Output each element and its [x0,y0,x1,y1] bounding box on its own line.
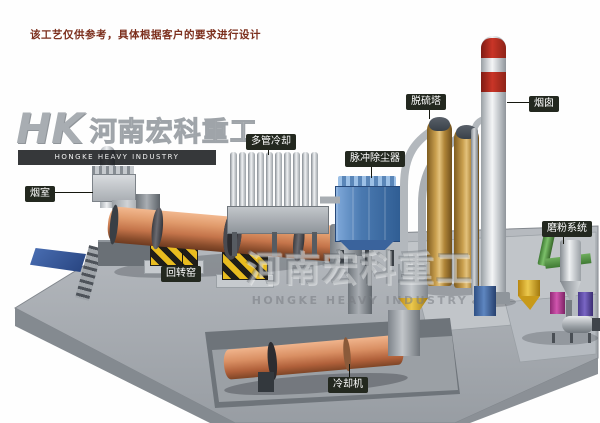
kiln-collar [108,204,120,245]
leader-desulfurization-tower [429,107,430,119]
leader-smoke-chamber [55,192,93,193]
bag-filter-pipes [92,166,134,174]
label-chimney: 烟囱 [529,96,559,112]
feed-bin [518,280,540,296]
logo-monogram: HK [16,104,84,153]
ground-blue-panel [30,248,86,272]
bag-filter-box [92,174,136,202]
disclaimer-note: 该工艺仅供参考，具体根据客户的要求进行设计 [30,29,261,41]
pulse-pipes [338,176,396,187]
company-logo: HK 河南宏科重工 HONGKE HEAVY INDUSTRY [16,104,258,165]
cooler-tube [257,152,264,208]
multi-tube-cooler-base [227,206,329,234]
grinding-mill [562,316,594,333]
chimney [481,36,506,298]
kiln-riding-ring [150,206,165,250]
magnetic-separator [550,292,565,314]
label-rotary-kiln: 回转窑 [161,266,201,282]
control-cabinet [474,286,496,316]
cooler-tube [248,152,255,208]
leader-multi-tube-cooler [268,147,269,155]
label-desulfurization-tower: 脱硫塔 [406,94,446,110]
chimney-red-band [481,72,506,92]
leader-rotary-kiln [182,250,183,266]
watermark-company-en: HONGKE HEAVY INDUSTRY [251,294,469,307]
dust-hopper [339,240,395,250]
feed-bin-cone [518,296,540,310]
label-cooling-machine: 冷却机 [328,377,368,393]
cooler-tube [302,152,309,208]
leader-chimney [507,102,529,103]
cooler-tube [230,152,237,208]
multi-tube-cooler-legs [232,232,322,256]
riser-pipe [471,128,478,296]
multi-tube-cooler-tubes [230,150,322,208]
cooler-tube [293,152,300,208]
logo-banner: HONGKE HEAVY INDUSTRY [18,149,216,165]
logo-company-name: 河南宏科重工 [89,117,258,149]
label-pulse-dust-collector: 脉冲除尘器 [345,151,405,167]
platform-left-edge [15,308,235,423]
watermark: 河南宏科重工 HONGKE HEAVY INDUSTRY [230,240,490,307]
cooler-stand [258,372,274,392]
cooler-tube [284,152,291,208]
cooler-tube [266,152,273,208]
label-multi-tube-cooler: 多管冷却 [246,134,296,150]
platform-right-edge [455,358,598,423]
watermark-company-cn: 河南宏科重工 [245,249,474,290]
cooler-inlet-hood [388,310,420,356]
cyclone-drop-pipe [566,300,572,322]
label-grinding-system: 磨粉系统 [542,221,592,237]
leader-cooling-machine [349,364,350,377]
classifier-unit [578,292,593,316]
cooling-machine [222,334,405,381]
dust-collector-legs [340,250,394,266]
cooler-tube [239,152,246,208]
desulfurization-tower [427,117,452,286]
cooler-band [342,336,352,372]
chimney-red-band [481,38,506,58]
label-smoke-chamber: 烟室 [25,186,55,202]
mill-stands [552,333,592,343]
pulse-dust-collector [335,186,401,242]
cooler-tube [275,152,282,208]
cyclone-body [560,240,581,282]
mill-motor [592,318,600,331]
logo-row: HK 河南宏科重工 [16,104,258,153]
leader-pulse-dust-collector [371,164,372,178]
cooler-tube [311,152,318,208]
